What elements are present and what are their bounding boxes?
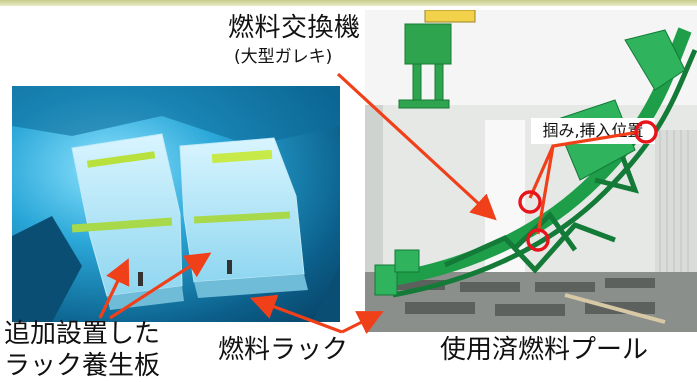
spent-fuel-pool-caption: 使用済燃料プール (440, 335, 649, 365)
grip-insert-position-label: 掴み,挿入位置 (531, 118, 655, 144)
spent-fuel-pool-render (365, 10, 697, 332)
added-rack-cover-caption: 追加設置した ラック養生板 (4, 318, 160, 382)
fuel-rack-caption: 燃料ラック (218, 335, 349, 365)
underwater-rack-photo (12, 86, 340, 322)
fuel-handling-machine-sublabel: (大型ガレキ) (234, 47, 333, 67)
added-rack-cover-line-2: ラック養生板 (4, 351, 161, 381)
top-accent-band (0, 0, 697, 6)
added-rack-cover-line-1: 追加設置した (4, 319, 161, 349)
fuel-handling-machine-label: 燃料交換機 (228, 13, 361, 43)
